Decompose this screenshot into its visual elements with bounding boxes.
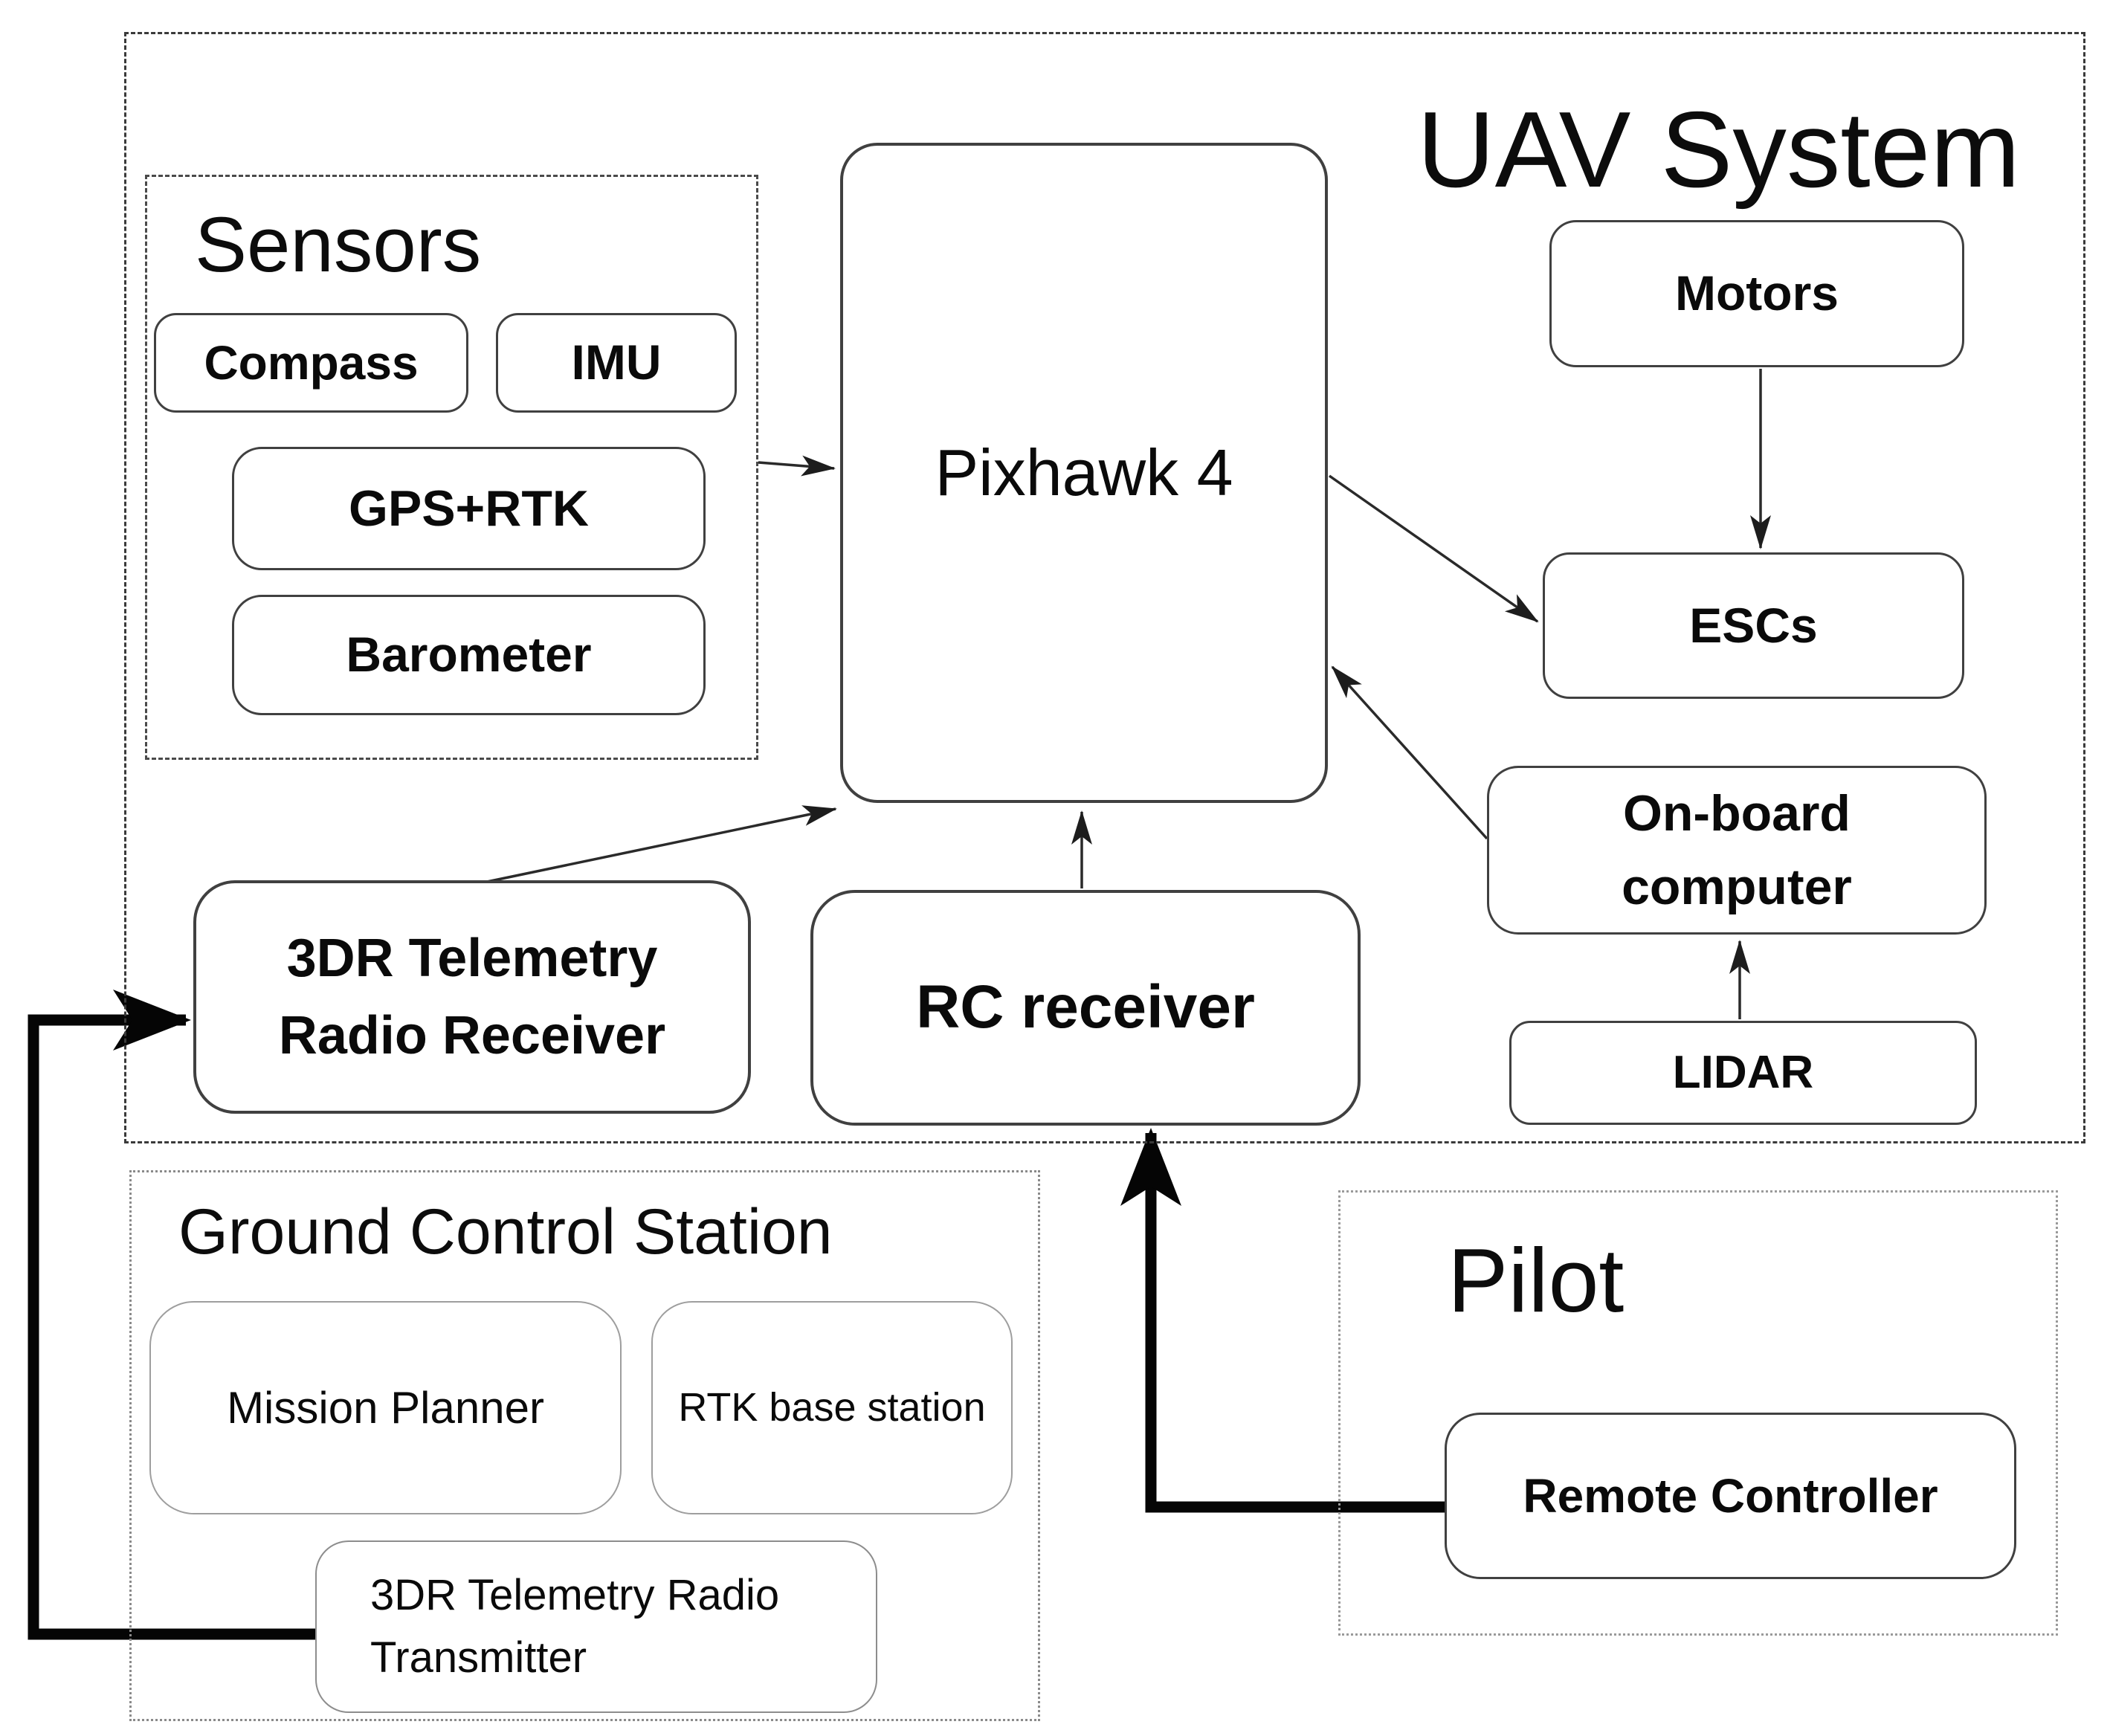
pilot-title: Pilot	[1448, 1230, 1625, 1331]
node-onboard-computer: On-board computer	[1487, 766, 1987, 935]
rtk-base-station-label: RTK base station	[678, 1385, 986, 1430]
node-escs: ESCs	[1543, 552, 1964, 699]
node-mission-planner: Mission Planner	[149, 1301, 622, 1514]
pixhawk-4-label: Pixhawk 4	[935, 436, 1233, 510]
sensors-border	[145, 175, 758, 760]
onboard-computer-label: On-board computer	[1622, 784, 1852, 915]
telemetry-radio-transmitter-label: 3DR Telemetry Radio Transmitter	[370, 1570, 780, 1682]
node-gps-rtk: GPS+RTK	[232, 447, 706, 570]
node-imu: IMU	[496, 313, 737, 413]
node-rc-receiver: RC receiver	[810, 890, 1361, 1126]
imu-label: IMU	[571, 335, 662, 390]
barometer-label: Barometer	[346, 627, 592, 683]
node-barometer: Barometer	[232, 595, 706, 715]
node-remote-controller: Remote Controller	[1445, 1413, 2016, 1579]
escs-label: ESCs	[1689, 597, 1818, 653]
telemetry-radio-receiver-label: 3DR Telemetry Radio Receiver	[278, 928, 666, 1065]
node-lidar: LIDAR	[1509, 1021, 1977, 1125]
motors-label: Motors	[1675, 265, 1839, 321]
node-telemetry-radio-receiver: 3DR Telemetry Radio Receiver	[193, 880, 751, 1114]
lidar-label: LIDAR	[1672, 1047, 1814, 1099]
remote-controller-label: Remote Controller	[1523, 1468, 1938, 1523]
mission-planner-label: Mission Planner	[227, 1383, 544, 1433]
pilot-border	[1338, 1190, 2058, 1636]
ground-control-station-title: Ground Control Station	[178, 1196, 833, 1268]
node-telemetry-radio-transmitter: 3DR Telemetry Radio Transmitter	[315, 1540, 877, 1713]
gps-rtk-label: GPS+RTK	[348, 480, 590, 537]
ground-control-station-border	[129, 1170, 1040, 1721]
node-motors: Motors	[1549, 220, 1964, 367]
node-compass: Compass	[154, 313, 468, 413]
uav-system-border	[124, 32, 2085, 1143]
node-pixhawk-4: Pixhawk 4	[840, 143, 1328, 803]
compass-label: Compass	[204, 335, 419, 390]
uav-system-title: UAV System	[1417, 89, 2021, 210]
rc-receiver-label: RC receiver	[916, 973, 1255, 1042]
node-rtk-base-station: RTK base station	[651, 1301, 1013, 1514]
sensors-title: Sensors	[195, 201, 482, 288]
